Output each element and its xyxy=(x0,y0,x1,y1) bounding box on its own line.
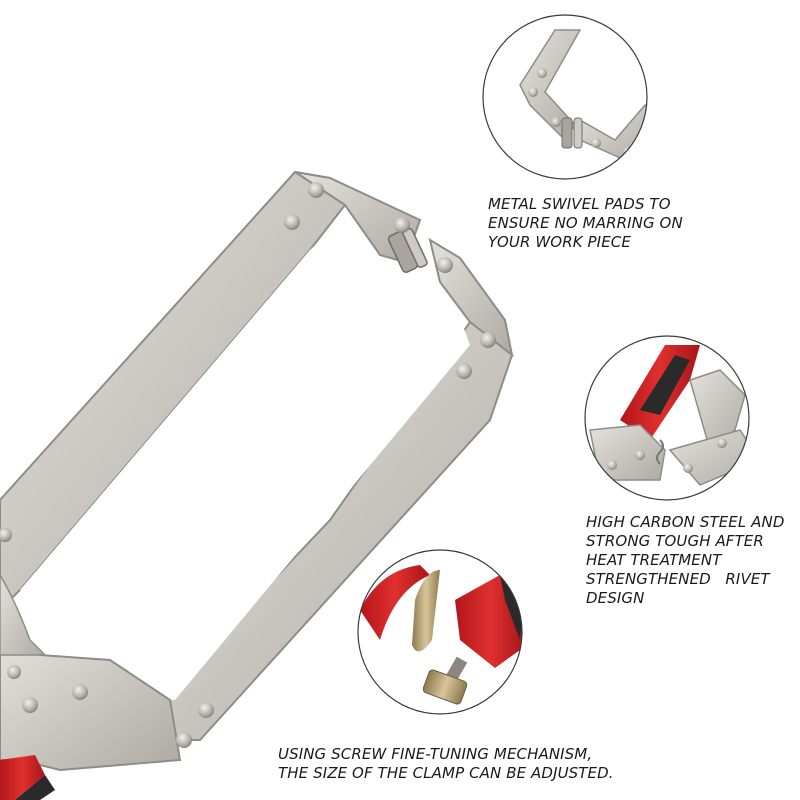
caption-line: STRONG TOUGH AFTER xyxy=(586,532,764,550)
c-clamp-frame xyxy=(0,170,514,800)
caption-line: HIGH CARBON STEEL AND xyxy=(586,513,785,531)
rivets xyxy=(0,182,496,748)
clamp-red-handle xyxy=(0,755,45,800)
swivel-pad xyxy=(387,227,428,273)
detail-carbon-steel xyxy=(584,335,750,501)
detail-adjustment-screw xyxy=(357,549,523,715)
clamp-inner-opening xyxy=(20,218,470,700)
caption-line: ENSURE NO MARRING ON xyxy=(488,214,683,232)
caption-line: USING SCREW FINE-TUNING MECHANISM, xyxy=(278,745,593,763)
clamp-handle-grip xyxy=(15,775,55,800)
detail-swivel-pads xyxy=(482,14,648,180)
clamp-left-curve xyxy=(0,573,47,656)
caption-line: METAL SWIVEL PADS TO xyxy=(488,195,671,213)
caption-swivel-pads: METAL SWIVEL PADS TO ENSURE NO MARRING O… xyxy=(488,195,683,252)
caption-line: YOUR WORK PIECE xyxy=(488,233,631,251)
caption-line: DESIGN xyxy=(586,589,645,607)
caption-carbon-steel: HIGH CARBON STEEL AND STRONG TOUGH AFTER… xyxy=(586,513,785,608)
caption-line: THE SIZE OF THE CLAMP CAN BE ADJUSTED. xyxy=(278,764,614,782)
caption-screw-mechanism: USING SCREW FINE-TUNING MECHANISM, THE S… xyxy=(278,745,614,783)
caption-line: STRENGTHENED RIVET xyxy=(586,570,770,588)
caption-line: HEAT TREATMENT xyxy=(586,551,722,569)
